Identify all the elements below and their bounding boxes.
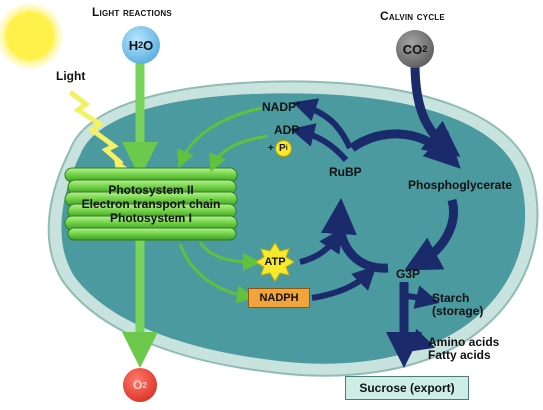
amino-acids-label: Amino acids (428, 335, 500, 349)
adp-to-thylakoid-arrow (209, 134, 269, 173)
phosphoglycerate-to-g3p-arc (404, 198, 458, 271)
fatty-acids-label: Fatty acids (428, 348, 491, 362)
g3p-to-amino-acids-arrow (403, 328, 436, 352)
nadp-label: NADP+ (262, 100, 301, 113)
nadp-to-thylakoid-arrow (177, 106, 263, 169)
electron-transport-chain-label: Electron transport chain (81, 197, 221, 211)
amino-fatty-acids-label: Amino acids Fatty acids (428, 336, 499, 362)
phosphoglycerate-label: Phosphoglycerate (408, 178, 513, 192)
sun-icon (0, 2, 64, 70)
cycle-to-nadp-arrow (292, 98, 353, 150)
atp-label: ATP (264, 256, 286, 268)
water-formula-base: H (128, 37, 139, 53)
starch-name: Starch (432, 291, 470, 305)
rubp-label: RuBP (329, 165, 362, 179)
o2-formula-sub: 2 (142, 380, 147, 390)
thylakoid-to-nadph-arrow (178, 243, 255, 304)
nadph-box: NADPH (248, 288, 310, 308)
water-formula-tail: O (143, 37, 154, 53)
lightning-icon (68, 90, 124, 166)
starch-label: Starch (storage) (432, 292, 483, 318)
starch-note: (storage) (432, 304, 484, 318)
cycle-to-adp-arrow (290, 123, 349, 162)
rubp-to-phosphoglycerate-arc (349, 129, 461, 169)
g3p-to-starch-arrow (403, 285, 440, 309)
g3p-label: G3P (396, 267, 421, 281)
light-label: Light (56, 69, 86, 83)
phosphate-plus: + (268, 142, 274, 154)
atp-star-icon (255, 242, 295, 282)
phosphate-base: P (279, 142, 286, 154)
atp-to-cycle-arrow (299, 228, 343, 265)
phosphate-sub: i (285, 145, 288, 152)
g3p-to-rubp-arc (320, 198, 389, 273)
adp-label: ADP (274, 123, 300, 137)
o2-formula-base: O (132, 378, 143, 392)
nadph-to-cycle-arrow (311, 265, 377, 301)
co2-formula-base: CO (402, 41, 423, 57)
thylakoid-stack (64, 167, 238, 241)
calvin-cycle-heading: Calvin cycle (380, 9, 445, 23)
sucrose-box: Sucrose (export) (345, 376, 469, 400)
photosystem-i-label: Photosystem I (109, 211, 193, 225)
nadp-label-sup: + (296, 99, 301, 108)
light-reactions-heading: Light reactions (92, 5, 172, 19)
thylakoid-to-atp-arrow (198, 241, 261, 271)
photosystem-ii-label: Photosystem II (108, 183, 194, 197)
co2-formula-sub: 2 (422, 44, 428, 54)
water-formula-sub: 2 (138, 40, 144, 50)
nadp-label-base: NADP (262, 100, 297, 114)
thylakoid-labels: Photosystem II Electron transport chain … (75, 183, 227, 225)
